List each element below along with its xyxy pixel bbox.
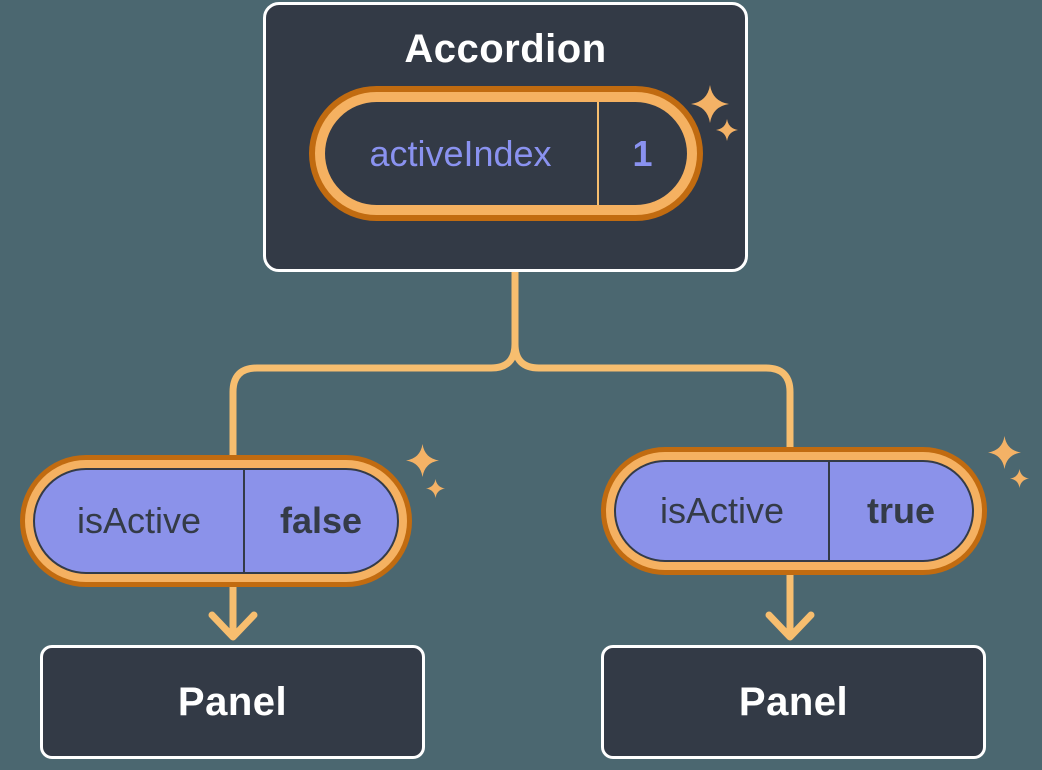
branch-right-line — [511, 266, 794, 637]
state-pill-ring: activeIndex 1 — [314, 92, 697, 215]
prop-pill-isactive-true: isActive true — [601, 447, 987, 575]
panel-title: Panel — [177, 679, 288, 724]
panel-box-right: Panel — [601, 645, 986, 759]
sparkle-icon — [1010, 469, 1029, 488]
panel-title: Panel — [738, 679, 849, 724]
prop-pill-ring: isActive false — [25, 460, 407, 582]
sparkle-icon — [988, 436, 1021, 469]
prop-pill-ring: isActive true — [606, 452, 982, 570]
state-pill-value: 1 — [632, 132, 653, 174]
state-pill-label: activeIndex — [369, 132, 552, 174]
sparkle-icon — [716, 119, 738, 141]
state-pill: activeIndex 1 — [308, 86, 703, 221]
prop-pill-label: isActive — [76, 500, 202, 541]
prop-pill-value: true — [866, 490, 935, 531]
accordion-title: Accordion — [404, 27, 607, 71]
sparkle-icon — [406, 444, 439, 477]
prop-pill-value: false — [279, 500, 363, 541]
accordion-box: Accordion activeIndex 1 — [263, 2, 748, 272]
sparkle-icon — [426, 479, 445, 498]
arrowhead-left-icon — [208, 611, 258, 641]
panel-box-left: Panel — [40, 645, 425, 759]
state-pill-divider — [596, 102, 599, 205]
prop-pill-divider — [243, 470, 245, 572]
prop-pill-divider — [828, 462, 830, 560]
sparkle-icon — [691, 85, 729, 123]
prop-pill-label: isActive — [659, 490, 785, 531]
prop-pill-isactive-false: isActive false — [20, 455, 412, 587]
arrowhead-right-icon — [765, 611, 815, 641]
